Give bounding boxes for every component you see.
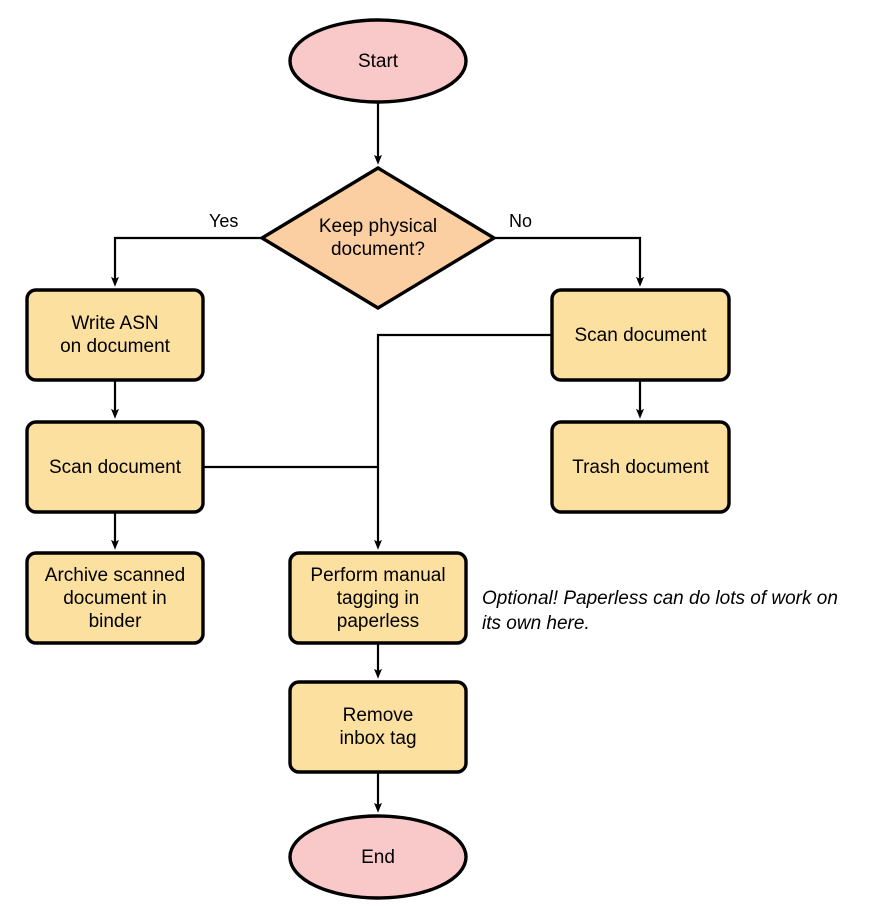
node-trash-document[interactable]	[550, 420, 731, 514]
node-scan-document-left[interactable]	[25, 420, 205, 514]
node-remove-inbox-tag[interactable]	[288, 680, 468, 774]
node-manual-tagging[interactable]	[288, 551, 468, 645]
optional-note: Optional! Paperless can do lots of work …	[482, 588, 838, 634]
node-archive-binder[interactable]	[25, 551, 205, 645]
node-start[interactable]	[288, 18, 468, 104]
node-write-asn[interactable]	[25, 288, 205, 382]
edge-label-yes: Yes	[209, 211, 239, 231]
node-scan-document-right[interactable]	[550, 288, 731, 382]
edge-scan-right-to-manual-tagging	[374, 333, 552, 550]
edge-decision-no-to-scan-right	[494, 236, 644, 287]
edge-decision-yes-to-write-asn	[111, 236, 262, 287]
node-layer	[25, 18, 731, 900]
edge-label-no: No	[509, 211, 533, 231]
node-end[interactable]	[288, 814, 468, 900]
connector-layer	[111, 102, 644, 813]
node-decision-keep-physical[interactable]	[258, 166, 498, 310]
